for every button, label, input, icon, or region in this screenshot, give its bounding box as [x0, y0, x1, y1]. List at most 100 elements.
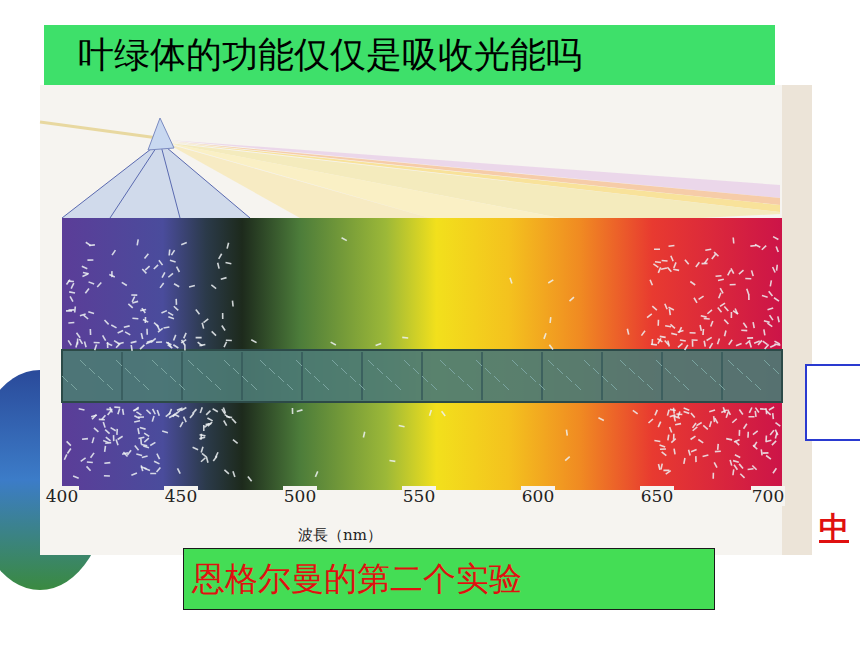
bacterium [660, 445, 666, 447]
bacterium [146, 410, 150, 414]
bacterium [225, 262, 231, 263]
bacterium [548, 280, 553, 283]
bacterium [127, 450, 131, 455]
bacterium [675, 424, 681, 425]
bacterium [760, 408, 766, 410]
bacterium [83, 273, 89, 274]
chloroplast-texture [98, 376, 104, 382]
bacterium [665, 304, 667, 310]
bacterium [134, 416, 139, 419]
bacterium [676, 413, 682, 415]
bacterium [68, 340, 71, 345]
bacterium [765, 344, 769, 349]
bacterium [102, 415, 106, 420]
bacterium [90, 329, 92, 335]
chloroplast-texture [494, 376, 500, 382]
bacterium [766, 456, 771, 460]
bacterium [715, 418, 718, 423]
chloroplast-texture [539, 384, 545, 390]
bacterium [753, 322, 754, 328]
bacterium [658, 422, 660, 427]
bacterium [627, 329, 628, 335]
chloroplast-texture [395, 384, 401, 390]
bacterium [739, 464, 743, 469]
bacterium [201, 447, 203, 453]
bacterium [118, 409, 120, 415]
bacterium [154, 323, 158, 327]
bacterium [206, 411, 210, 415]
bacterium [703, 455, 709, 457]
bacterium [685, 345, 688, 350]
bacterium [389, 460, 395, 462]
bacterium [163, 326, 169, 329]
bacterium [749, 342, 751, 348]
bacterium [180, 422, 183, 427]
bacterium [181, 242, 187, 244]
bacterium [704, 341, 705, 347]
bacterium [740, 474, 744, 478]
chloroplast-texture [287, 384, 293, 390]
chloroplast-texture [521, 368, 527, 374]
axis-tick: 550 [402, 486, 436, 506]
bacterium [705, 258, 709, 263]
chloroplast-texture [620, 360, 626, 366]
bacterium [710, 343, 713, 348]
bacterium [91, 415, 97, 417]
bacterium [747, 289, 749, 295]
bacterium [691, 449, 697, 451]
bacterium [376, 344, 382, 346]
bacterium [701, 316, 707, 317]
bacterium [764, 321, 770, 323]
bacterium [154, 265, 158, 269]
cell-wall [721, 352, 723, 400]
bacterium [84, 341, 86, 347]
chloroplast-texture [656, 360, 662, 366]
bacterium [69, 292, 75, 293]
bacterium [724, 320, 728, 324]
bacterium [710, 421, 712, 427]
bacterium [157, 410, 159, 416]
bacterium [698, 439, 703, 442]
bacterium [741, 329, 747, 331]
bacterium [660, 448, 666, 450]
bacterium [691, 413, 695, 418]
bacterium [641, 331, 645, 336]
title-box: 叶绿体的功能仅仅是吸收光能吗 [44, 25, 775, 85]
bacterium [157, 467, 161, 472]
bacterium [731, 268, 734, 273]
partial-frame [806, 365, 860, 440]
bacterium [762, 246, 766, 250]
chloroplast-texture [323, 384, 329, 390]
chloroplast-texture [359, 384, 365, 390]
bacterium [251, 340, 256, 343]
bacterium [79, 339, 82, 344]
bacterium [292, 408, 294, 414]
bacterium [655, 261, 661, 263]
chloroplast-texture [728, 360, 734, 366]
bacterium [705, 249, 711, 250]
bacterium [77, 338, 79, 344]
bacterium [211, 285, 216, 289]
bacterium [68, 322, 74, 324]
bacterium [776, 246, 778, 252]
bacterium [132, 317, 138, 319]
bacterium [654, 248, 660, 250]
bacterium [74, 306, 76, 312]
chloroplast-texture [512, 360, 518, 366]
bacterium [773, 267, 776, 272]
bacterium [168, 345, 173, 349]
bacterium [199, 344, 205, 345]
bacterium [152, 416, 154, 422]
bacterium [140, 310, 146, 311]
chloroplast-texture [530, 376, 536, 382]
bacterium [650, 280, 652, 286]
chloroplast-texture [746, 376, 752, 382]
bacterium [227, 243, 229, 249]
bacterium [113, 435, 115, 441]
caption-text: 恩格尔曼的第二个实验 [192, 557, 522, 602]
bacterium [763, 341, 768, 345]
bacterium [670, 324, 675, 328]
bacterium [212, 331, 216, 335]
spectrum-band [62, 218, 782, 490]
bacterium [665, 326, 671, 327]
